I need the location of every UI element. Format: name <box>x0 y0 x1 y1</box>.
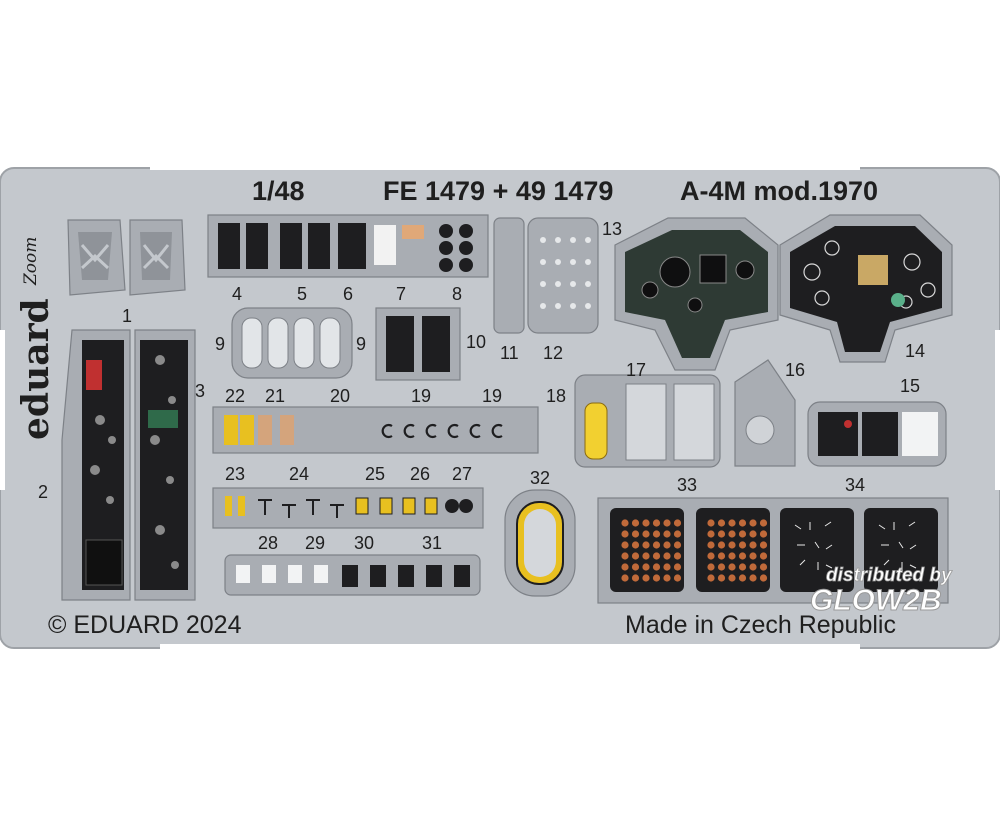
made-in: Made in Czech Republic <box>625 611 896 639</box>
part-number-24: 24 <box>289 464 309 484</box>
part-number-9: 9 <box>356 334 366 354</box>
part-14-instrument-panel <box>779 214 953 363</box>
parts-4-8-panels <box>207 214 489 278</box>
part-2-3-consoles <box>61 329 196 601</box>
part-number-21: 21 <box>265 386 285 406</box>
part-13-instrument-panel <box>614 217 779 371</box>
part-number-22: 22 <box>225 386 245 406</box>
part-10-placards <box>375 307 461 381</box>
part-number-9: 9 <box>215 334 225 354</box>
watermark-distributed: distributed by <box>826 565 953 586</box>
part-number-12: 12 <box>543 343 563 363</box>
part-number-15: 15 <box>900 376 920 396</box>
part-15-panel <box>807 401 947 467</box>
model-name: A-4M mod.1970 <box>680 176 878 206</box>
part-number-27: 27 <box>452 464 472 484</box>
part-number-34: 34 <box>845 475 865 495</box>
zoom-logo: Zoom <box>21 237 41 286</box>
parts-23-27-strip <box>212 487 484 529</box>
part-number-33: 33 <box>677 475 697 495</box>
part-number-28: 28 <box>258 533 278 553</box>
part-number-17: 17 <box>626 360 646 380</box>
part-number-30: 30 <box>354 533 374 553</box>
part-number-10: 10 <box>466 332 486 352</box>
part-number-1: 1 <box>122 306 132 326</box>
part-16-bracket <box>734 359 796 467</box>
part-number-13: 13 <box>602 219 622 239</box>
eduard-logo: eduard <box>15 298 57 440</box>
copyright: © EDUARD 2024 <box>48 611 242 639</box>
watermark-glow2b: GLOW2B <box>810 584 942 617</box>
part-number-20: 20 <box>330 386 350 406</box>
part-number-4: 4 <box>232 284 242 304</box>
part-number-7: 7 <box>396 284 406 304</box>
product-codes: FE 1479 + 49 1479 <box>383 176 613 206</box>
part-number-16: 16 <box>785 360 805 380</box>
part-number-19: 19 <box>482 386 502 406</box>
part-number-2: 2 <box>38 482 48 502</box>
scale-label: 1/48 <box>252 176 305 206</box>
part-number-32: 32 <box>530 468 550 488</box>
part-number-25: 25 <box>365 464 385 484</box>
part-number-8: 8 <box>452 284 462 304</box>
part-number-29: 29 <box>305 533 325 553</box>
part-number-3: 3 <box>195 381 205 401</box>
part-number-26: 26 <box>410 464 430 484</box>
part-17-18-harness <box>574 374 721 468</box>
part-33-34-panels <box>597 497 949 604</box>
part-number-18: 18 <box>546 386 566 406</box>
part-number-19: 19 <box>411 386 431 406</box>
part-32-ring <box>504 489 576 597</box>
part-11-12-seat-cushion <box>493 217 599 334</box>
part-number-31: 31 <box>422 533 442 553</box>
parts-28-31-strip <box>224 554 481 596</box>
part-1-seat-headrests <box>67 219 186 296</box>
part-number-14: 14 <box>905 341 925 361</box>
part-number-23: 23 <box>225 464 245 484</box>
part-9-rings <box>231 307 353 379</box>
part-number-5: 5 <box>297 284 307 304</box>
part-number-6: 6 <box>343 284 353 304</box>
parts-19-22-strip <box>212 406 539 454</box>
part-number-11: 11 <box>500 343 519 363</box>
